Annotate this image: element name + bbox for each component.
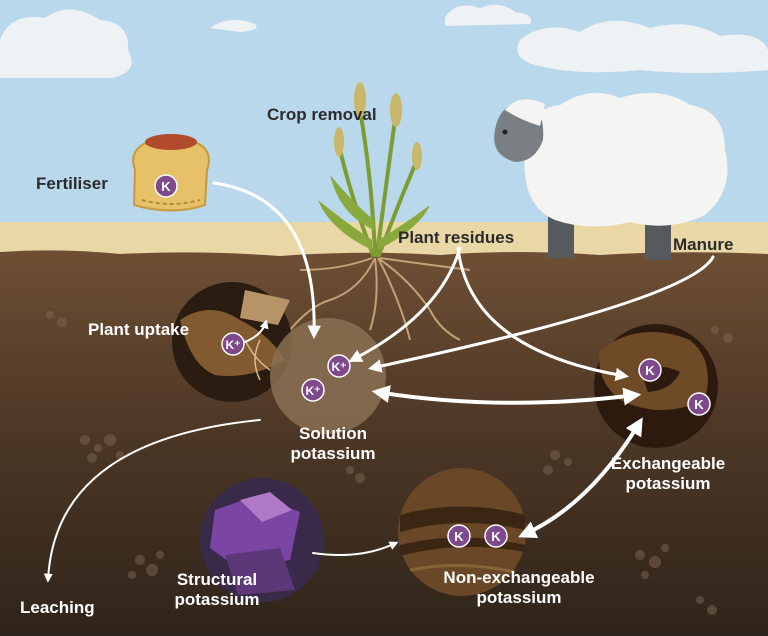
ion-label: K — [161, 179, 171, 194]
manure-label: Manure — [673, 235, 734, 254]
structural-to-nonexchangeable-arrow — [312, 541, 399, 557]
ion-label: K — [694, 397, 704, 412]
exchangeable-circle — [594, 324, 718, 448]
solution-k-plus-ion-1: K⁺ — [327, 354, 351, 378]
sheep — [494, 92, 728, 260]
ion-label: K⁺ — [226, 338, 241, 352]
ion-label: K⁺ — [306, 384, 321, 398]
plant-residues-label: Plant residues — [398, 228, 515, 247]
ion-label: K — [491, 529, 501, 544]
crop-removal-label: Crop removal — [267, 105, 377, 124]
non-exchangeable-k-ion-2: K — [484, 524, 508, 548]
leaching-label: Leaching — [20, 598, 95, 617]
plant-uptake-label: Plant uptake — [88, 320, 190, 339]
exchangeable-k-ion-2: K — [687, 392, 711, 416]
wheat-plant — [318, 82, 430, 257]
residues-to-solution-arrow — [348, 246, 462, 362]
ion-label: K — [454, 529, 464, 544]
exchangeable-nonexchangeable-arrow — [518, 417, 643, 539]
solution-k-plus-ion-2: K⁺ — [301, 378, 325, 402]
flow-arrows — [43, 181, 715, 583]
fertiliser-bag — [132, 134, 210, 212]
ion-label: K — [645, 363, 655, 378]
fertiliser-arrow — [212, 181, 322, 340]
fertiliser-k-ion: K — [154, 174, 178, 198]
fertiliser-label: Fertiliser — [36, 174, 108, 193]
ion-label: K⁺ — [332, 360, 347, 374]
leaching-arrow — [43, 419, 261, 583]
plant-uptake-arrow — [244, 319, 269, 343]
solution-exchangeable-arrow — [371, 385, 642, 406]
manure-arrow — [368, 255, 715, 373]
residues-to-exchangeable-arrow — [456, 246, 629, 382]
uptake-k-plus-ion: K⁺ — [221, 332, 245, 356]
structural-circle — [200, 478, 324, 602]
clouds — [0, 4, 768, 78]
solution-circle — [270, 318, 386, 434]
non-exchangeable-k-ion-1: K — [447, 524, 471, 548]
exchangeable-k-ion-1: K — [638, 358, 662, 382]
